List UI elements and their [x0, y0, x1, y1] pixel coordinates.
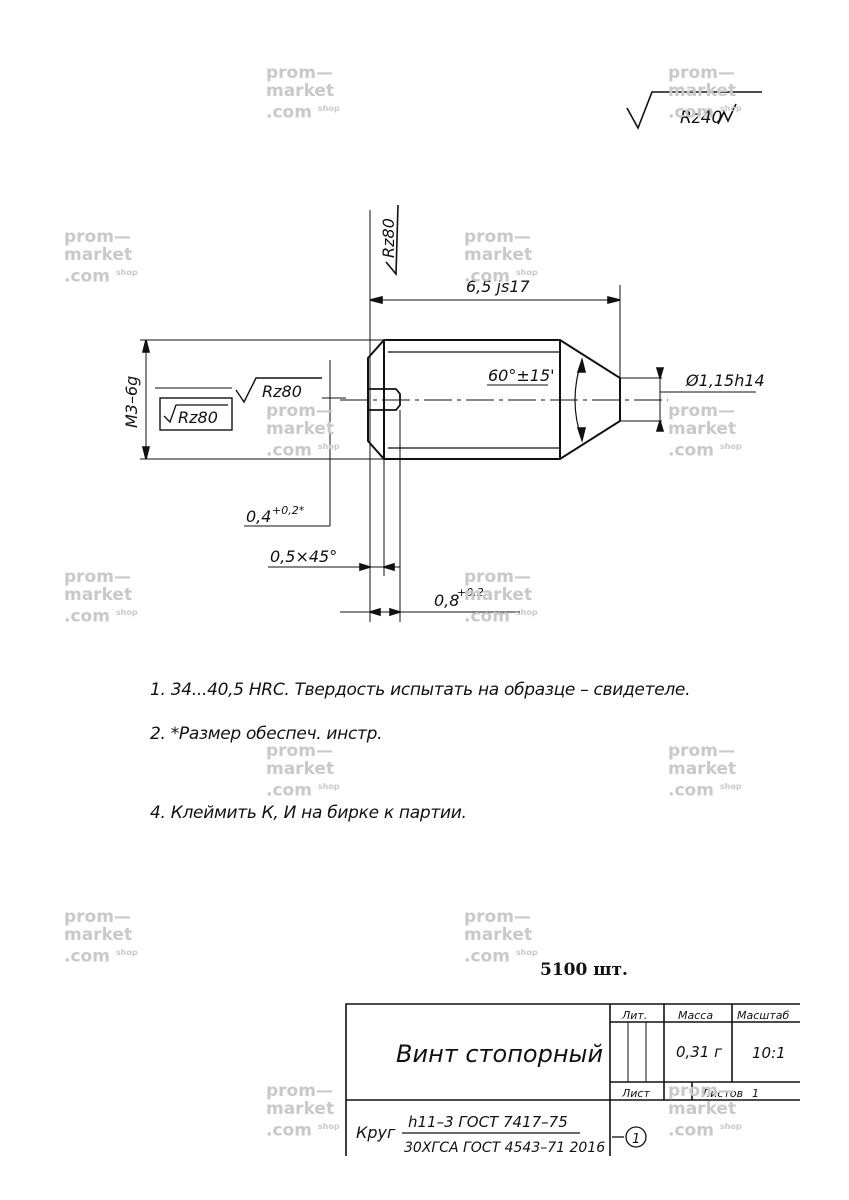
note-2: 2. *Размер обеспеч. инстр. — [150, 724, 383, 744]
watermark-logo: prom—market.com shop — [464, 567, 538, 627]
thread-dimension: M3–6g — [122, 376, 141, 428]
roughness-top-right-label: Rz40 — [680, 108, 722, 128]
slot-depth-tolerance: +0,2* — [272, 504, 305, 517]
sheets-value: 1 — [752, 1087, 759, 1100]
watermark-logo: prom—market.com shop — [64, 907, 138, 967]
tip-diameter-dimension: Ø1,15h14 — [685, 371, 765, 390]
circled-number: 1 — [632, 1132, 640, 1147]
watermark-logo: prom—market.com shop — [266, 741, 340, 801]
slot-depth-dimension: 0,4 — [246, 507, 271, 526]
roughness-box-label: Rz80 — [178, 408, 218, 427]
sheet-label: Лист — [621, 1087, 650, 1100]
material-line-1: h11–3 ГОСТ 7417–75 — [408, 1113, 568, 1131]
material-line-2: 30ХГСА ГОСТ 4543–71 2016 — [404, 1140, 605, 1156]
watermark-logo: prom—market.com shop — [266, 63, 340, 123]
watermark-logo: prom—market.com shop — [266, 1081, 340, 1141]
roughness-left-label: Rz80 — [262, 382, 302, 401]
title-block-mass-header: Масса — [678, 1009, 713, 1022]
roughness-vertical-label: Rz80 — [379, 218, 398, 258]
title-block-frame — [345, 1003, 800, 1156]
part-title: Винт стопорный — [396, 1040, 603, 1068]
chamfer-angle-dimension: 60°±15' — [488, 366, 555, 385]
watermark-logo: prom—market.com shop — [668, 741, 742, 801]
roughness-sign-top-right — [626, 91, 762, 130]
watermark-logo: prom—market.com shop — [64, 567, 138, 627]
note-4: 4. Клеймить К, И на бирке к партии. — [150, 803, 467, 823]
sheets-label: Листов — [701, 1087, 743, 1100]
watermark-logo: prom—market.com shop — [668, 1081, 742, 1141]
slot-width-tolerance: +0,2 — [457, 586, 484, 599]
slot-width-dimension: 0,8 — [434, 591, 459, 610]
roughness-check-mark — [717, 103, 737, 125]
note-1: 1. 34...40,5 HRC. Твердость испытать на … — [150, 680, 691, 700]
title-block-scale-header: Масштаб — [737, 1009, 789, 1022]
watermark-logo: prom—market.com shop — [64, 227, 138, 287]
length-dimension: 6,5 js17 — [466, 277, 530, 296]
material-label: Круг — [356, 1123, 396, 1142]
mass-value: 0,31 г — [676, 1043, 722, 1061]
title-block-lit-header: Лит. — [621, 1009, 647, 1022]
chamfer-dimension: 0,5×45° — [270, 547, 337, 566]
roughness-sign-vertical — [385, 204, 399, 277]
watermark-logo: prom—market.com shop — [668, 63, 742, 123]
scale-value: 10:1 — [752, 1044, 786, 1062]
watermark-logo: prom—market.com shop — [668, 401, 742, 461]
quantity-label: 5100 шт. — [540, 960, 628, 980]
watermark-logo: prom—market.com shop — [464, 907, 538, 967]
watermark-logo: prom—market.com shop — [266, 401, 340, 461]
watermark-logo: prom—market.com shop — [464, 227, 538, 287]
